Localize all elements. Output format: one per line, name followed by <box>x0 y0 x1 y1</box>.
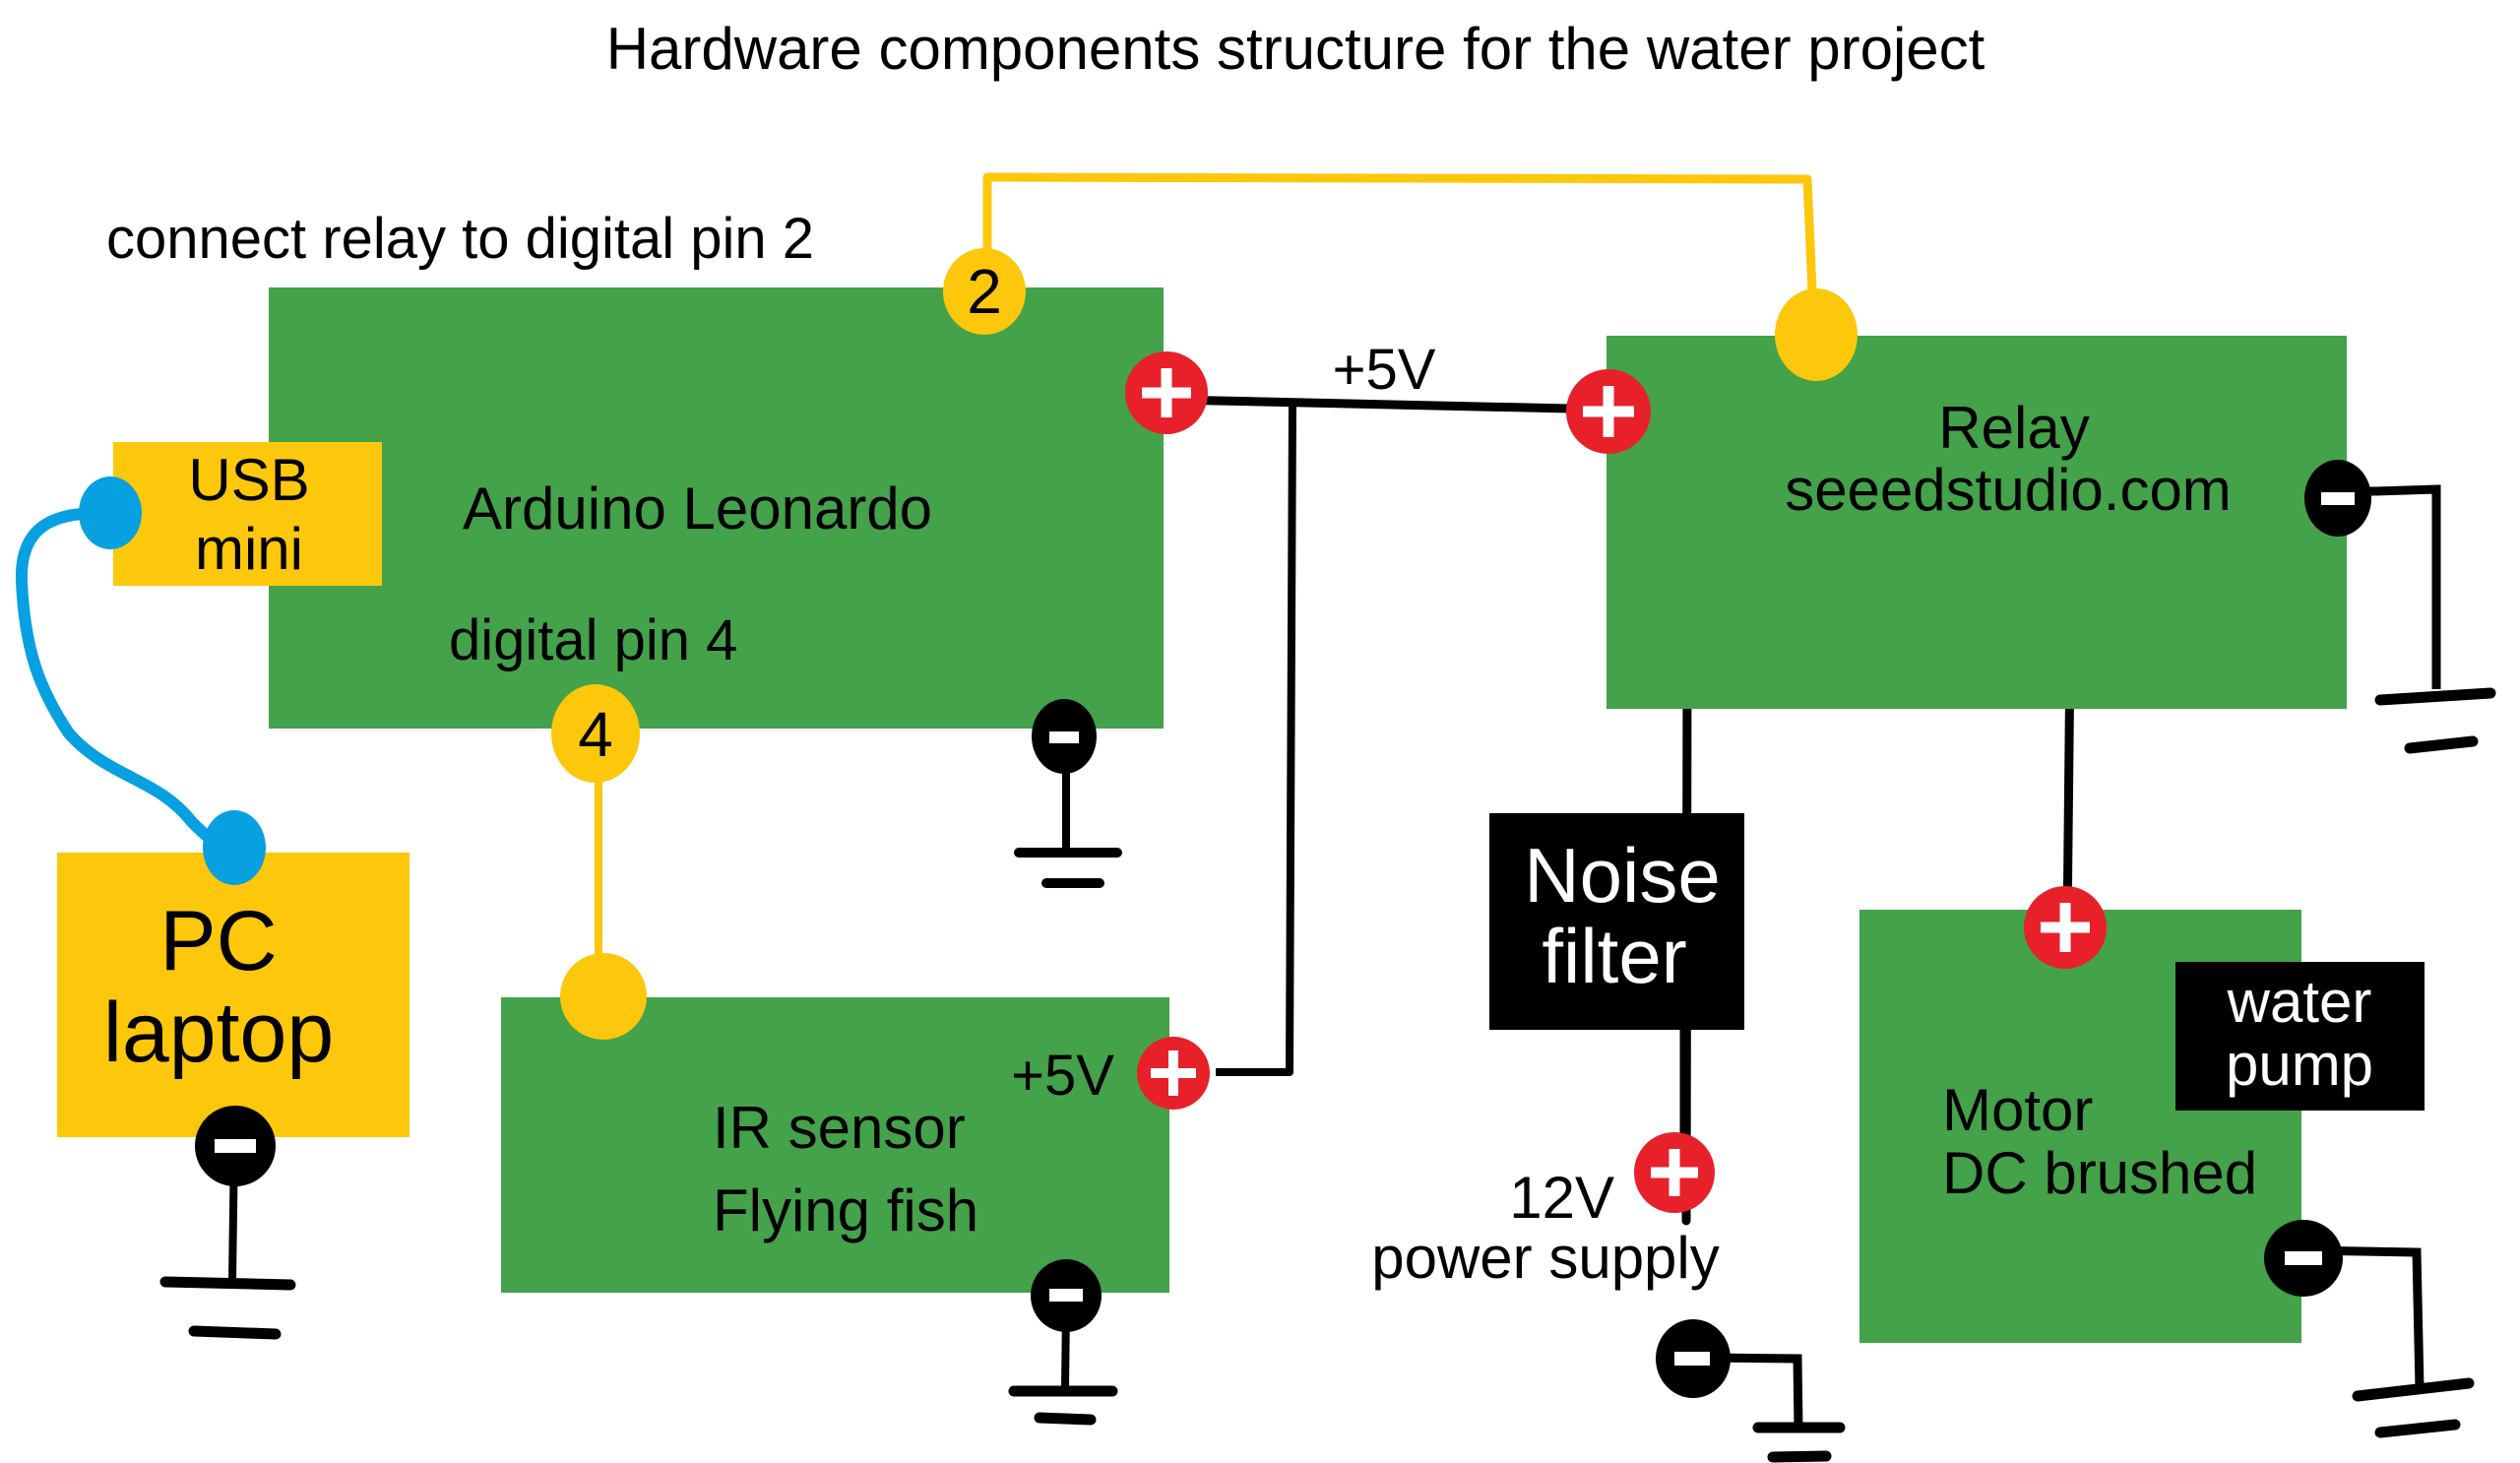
plus-icon <box>2041 903 2090 952</box>
motor-label-line1: Motor <box>1942 1077 2093 1143</box>
usb-label-line1: USB <box>188 447 309 513</box>
pc-label-line1: PC <box>159 894 277 988</box>
minus-icon <box>1674 1352 1710 1366</box>
ir-sensor-signal-connector[interactable] <box>560 953 647 1040</box>
minus-icon <box>2321 492 2355 505</box>
noise-filter-label-line1: Noise <box>1524 832 1720 919</box>
signal-wire-pin2-to-relay <box>982 172 1819 336</box>
plus-icon <box>1583 386 1634 437</box>
usb-cable <box>15 506 246 859</box>
arduino-pin4-connector[interactable]: 4 <box>551 684 640 783</box>
psu-negative-terminal[interactable] <box>1656 1319 1846 1463</box>
ir-sensor-label-line1: IR sensor <box>713 1095 966 1161</box>
ir-sensor-voltage-label: +5V <box>1011 1044 1114 1108</box>
psu-voltage-label: 12V <box>1509 1165 1614 1231</box>
plus-icon <box>1151 1050 1196 1096</box>
noise-filter[interactable] <box>1489 813 1744 1030</box>
ground-icon <box>159 1276 296 1291</box>
water-pump-label-line2: pump <box>2226 1032 2373 1098</box>
motor-label-line2: DC brushed <box>1942 1140 2257 1206</box>
relay-label-line2: seeedstudio.com <box>1785 457 2232 523</box>
minus-icon <box>1049 732 1079 743</box>
relay-label-line1: Relay <box>1938 395 2089 461</box>
pin2-marker-label: 2 <box>967 256 1002 327</box>
arduino-negative-terminal[interactable] <box>1014 699 1122 888</box>
arduino-pin2-connector[interactable]: 2 <box>943 248 1026 335</box>
usb-cable-end-pc[interactable] <box>203 810 266 885</box>
ir-sensor-board[interactable] <box>501 997 1169 1293</box>
plus-icon <box>1142 368 1191 417</box>
pc-laptop[interactable] <box>57 853 410 1137</box>
ir-sensor-positive-terminal[interactable] <box>1137 1037 1210 1110</box>
arduino-pin4-label: digital pin 4 <box>449 608 737 672</box>
water-pump-label-line1: water <box>2227 969 2372 1035</box>
minus-icon <box>2285 1251 2322 1265</box>
ground-icon <box>2352 1377 2475 1402</box>
relay-signal-connector[interactable] <box>1775 288 1858 381</box>
water-pump-tag <box>2175 962 2425 1111</box>
usb-cable-end-usb[interactable] <box>79 477 142 549</box>
motor-positive-terminal[interactable] <box>2024 886 2107 969</box>
ir-sensor-negative-terminal[interactable] <box>1008 1259 1118 1426</box>
psu-positive-terminal[interactable] <box>1634 1132 1715 1213</box>
relay-positive-terminal[interactable] <box>1566 369 1651 454</box>
pc-negative-terminal[interactable] <box>159 1106 296 1340</box>
relay-pin-note: connect relay to digital pin 2 <box>106 207 814 271</box>
pin4-marker-label: 4 <box>578 699 613 770</box>
ground-icon <box>2374 687 2496 706</box>
power-bus-5v <box>1166 395 1575 413</box>
pc-label-line2: laptop <box>103 986 334 1080</box>
arduino-board[interactable] <box>269 287 1164 729</box>
plus-icon <box>1651 1149 1698 1196</box>
diagram-title: Hardware components structure for the wa… <box>606 16 1985 82</box>
noise-filter-label-line2: filter <box>1542 913 1686 999</box>
minus-icon <box>215 1139 256 1153</box>
power-wire-5v-to-ir <box>1216 405 1296 1076</box>
usb-mini-port[interactable] <box>113 442 382 586</box>
relay-negative-terminal[interactable] <box>2304 460 2496 754</box>
minus-icon <box>1049 1289 1083 1302</box>
motor-negative-terminal[interactable] <box>2264 1220 2475 1438</box>
bus-voltage-label: +5V <box>1333 338 1436 402</box>
arduino-positive-terminal[interactable] <box>1125 351 1208 434</box>
ir-sensor-label-line2: Flying fish <box>713 1177 978 1243</box>
relay-board[interactable] <box>1606 336 2347 709</box>
psu-label: power supply <box>1371 1225 1720 1291</box>
usb-label-line2: mini <box>195 516 303 582</box>
arduino-label: Arduino Leonardo <box>463 476 932 541</box>
